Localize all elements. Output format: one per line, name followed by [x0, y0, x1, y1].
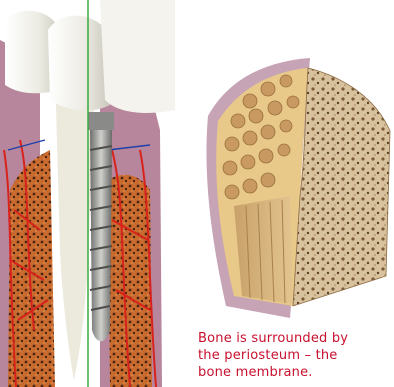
caption-line-3: bone membrane.	[198, 364, 390, 381]
spongy-bone	[293, 68, 390, 306]
tooth-implant-illustration	[0, 0, 175, 387]
dental-implant	[88, 112, 114, 341]
bone-lamellae	[234, 196, 293, 304]
bone-cross-section-illustration	[190, 56, 394, 318]
caption-line-1: Bone is surrounded by	[198, 330, 390, 347]
caption-line-2: the periosteum – the	[198, 347, 390, 364]
caption: Bone is surrounded by the periosteum – t…	[198, 330, 390, 381]
